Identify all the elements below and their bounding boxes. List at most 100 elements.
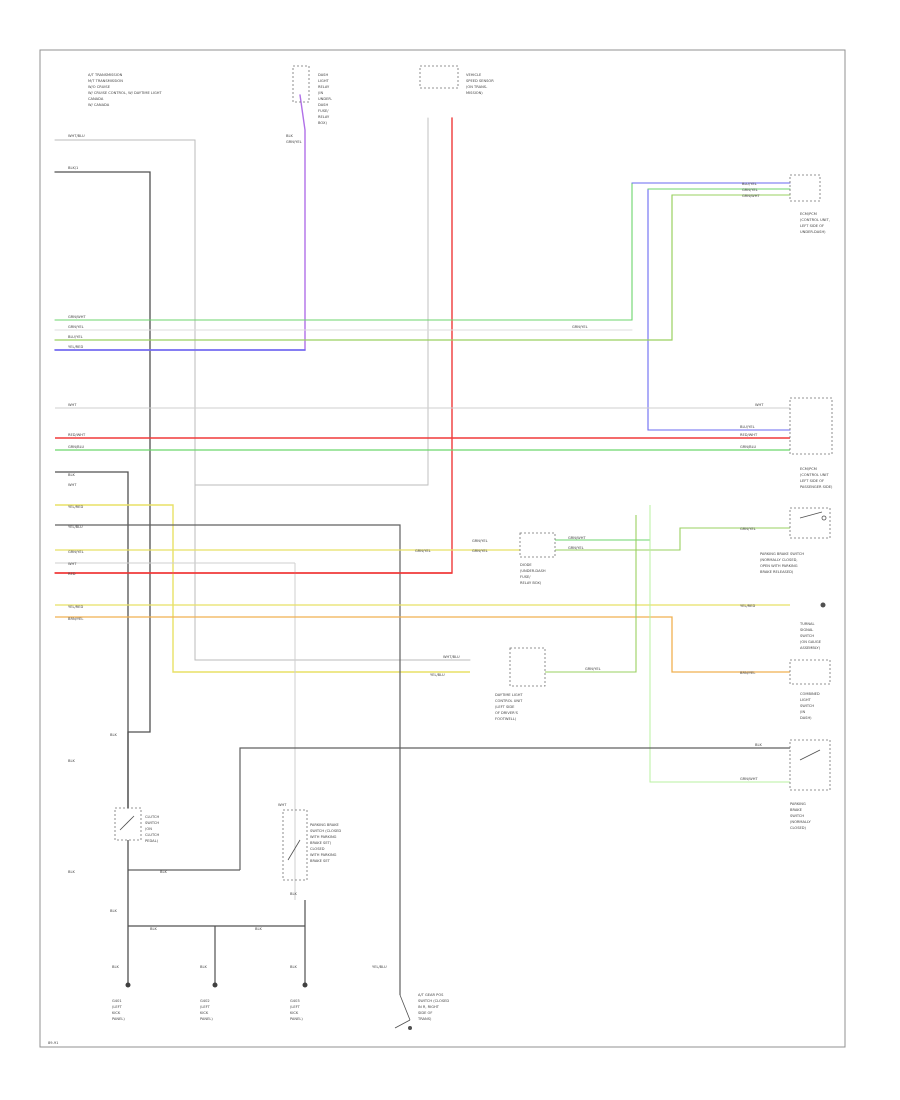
label-ecu-right: LEFT SIDE OF — [800, 479, 824, 483]
label-switch1: (NORMALLY CLOSED, — [760, 558, 798, 562]
label-diode-pin: GRN/YEL — [415, 549, 431, 553]
label-connector-wire: GRN/WHT — [742, 194, 760, 198]
label-yel-row: YEL/RED — [68, 605, 83, 609]
label-daytime: DAYTIME LIGHT — [495, 693, 523, 697]
label-left-blk: BLK/1 — [68, 166, 78, 170]
label-sensor: TRANS) — [417, 1017, 432, 1021]
label-ground-wire: BLK — [200, 965, 207, 969]
label-ground-g403: PANEL) — [290, 1017, 303, 1021]
label-ecu-right: (CONTROL UNIT — [800, 473, 829, 477]
label-center-switch: BRAKE SET) — [310, 841, 332, 845]
center-switch-box — [282, 809, 308, 881]
label-ground-wire: BLK — [255, 927, 262, 931]
label-daytime-wire: YEL/BLU — [430, 673, 445, 677]
label-clutch-switch: CLUTCH — [145, 833, 159, 837]
label-yel-row-right: YEL/RED — [740, 604, 755, 608]
label-sensor: SWITCH (CLOSED — [418, 999, 449, 1003]
label-sensor: A/T GEAR POS — [418, 993, 444, 997]
label-dash-relay: DASH — [318, 73, 328, 77]
label-mid-wire: GRN/YEL — [572, 325, 588, 329]
label-mid-left: WHT — [68, 483, 77, 487]
label-right-switch-wire: BLK — [755, 743, 762, 747]
label-center-switch: CLOSED — [310, 847, 325, 851]
label-vss: (ON TRANS- — [466, 85, 488, 89]
label-center-switch: SWITCH (CLOSED — [310, 829, 341, 833]
label-ground-g402: (LEFT — [200, 1005, 211, 1009]
label-red-row-right: RED/WHT — [740, 433, 758, 437]
label-headlight: DASH) — [800, 716, 812, 720]
notes-block: A/T TRANSMISSION M/T TRANSMISSION W/O CR… — [88, 73, 162, 107]
ground-icon — [125, 982, 131, 988]
label-ground-g403: KICK — [290, 1011, 299, 1015]
label-left-wire: GRN/WHT — [68, 315, 86, 319]
note-3: W/O CRUISE — [88, 85, 111, 89]
label-center-wire: BLK — [110, 909, 117, 913]
note-5: CANADA — [88, 97, 104, 101]
label-center-wire: BLK — [290, 892, 297, 896]
label-sensor-wire: YEL/BLU — [372, 965, 387, 969]
components — [114, 65, 833, 1030]
label-center-switch: PARKING BRAKE — [310, 823, 340, 827]
label-clutch-switch: CLUTCH — [145, 815, 159, 819]
label-diode: FUSE/ — [520, 575, 531, 579]
label-left-wire: BLU/YEL — [68, 335, 83, 339]
label-diode: RELAY BOX) — [520, 581, 542, 585]
diode-box — [519, 532, 556, 558]
label-blu-row-right: BLU/YEL — [740, 425, 755, 429]
label-tunnel: TURNAL — [799, 622, 814, 626]
label-mid-left: BLK — [68, 473, 75, 477]
label-vss: VEHICLE — [466, 73, 482, 77]
label-ground-g403: G403 — [290, 999, 300, 1003]
ground-icon — [302, 982, 308, 988]
label-red-row: RED/WHT — [68, 433, 86, 437]
label-ground-g402: PANEL) — [200, 1017, 213, 1021]
label-sensor: SIDE OF — [418, 1011, 432, 1015]
label-right-switch: CLOSED) — [790, 826, 807, 830]
switch1-box — [789, 507, 831, 539]
label-daytime: FOOTWELL) — [495, 717, 517, 721]
label-left-wire: GRN/YEL — [68, 325, 84, 329]
label-right-switch: SWITCH — [790, 814, 804, 818]
label-mid-left: YEL/BLU — [68, 525, 83, 529]
label-tunnel: SWITCH — [800, 634, 814, 638]
label-dash-relay: DASH — [318, 103, 328, 107]
label-ecm: ECM/PCM — [800, 212, 817, 216]
label-daytime-wire: GRN/YEL — [585, 667, 601, 671]
label-center-switch: WITH PARKING — [310, 835, 337, 839]
label-tunnel: (ON GAUGE — [800, 640, 822, 644]
label-left-bottom: BLK — [160, 870, 167, 874]
label-right-switch: PARKING — [790, 802, 806, 806]
label-left-bottom: BLK — [68, 759, 75, 763]
label-headlight: LIGHT — [800, 698, 812, 702]
dash-relay-box — [292, 65, 310, 103]
label-center-switch: WITH PARKING — [310, 853, 337, 857]
label-ecm: (CONTROL UNIT, — [800, 218, 830, 222]
label-dash-relay: RELAY — [318, 85, 330, 89]
label-mid-left: RED — [68, 572, 76, 576]
label-switch1: OPEN WITH PARKING — [760, 564, 798, 568]
label-daytime-wire: WHT/BLU — [443, 655, 460, 659]
right-switch-box — [789, 739, 831, 791]
label-ground-g401: PANEL) — [112, 1017, 125, 1021]
note-6: W/ CANADA — [88, 103, 110, 107]
vertical-wires — [54, 94, 791, 809]
label-center-switch: BRAKE SET — [310, 859, 331, 863]
daytime-unit-box — [509, 647, 546, 687]
label-dash-relay: BOX) — [318, 121, 327, 125]
label-diode: (UNDER-DASH — [520, 569, 546, 573]
label-ground-g403: (LEFT — [290, 1005, 301, 1009]
label-diode: DIODE — [520, 563, 532, 567]
diagram-frame — [39, 49, 846, 1048]
label-clutch-switch: SWITCH — [145, 821, 159, 825]
label-vss: MISSION) — [466, 91, 483, 95]
label-ground-g402: KICK — [200, 1011, 209, 1015]
label-left-wire: YEL/RED — [68, 345, 83, 349]
label-mid-left: GRN/YEL — [68, 550, 84, 554]
ecm-connector-box — [789, 174, 821, 202]
label-daytime: (LEFT SIDE — [495, 705, 515, 709]
label-wht-row-right: WHT — [755, 403, 764, 407]
clutch-switch-box — [114, 807, 142, 841]
label-ecm: LEFT SIDE OF — [800, 224, 824, 228]
